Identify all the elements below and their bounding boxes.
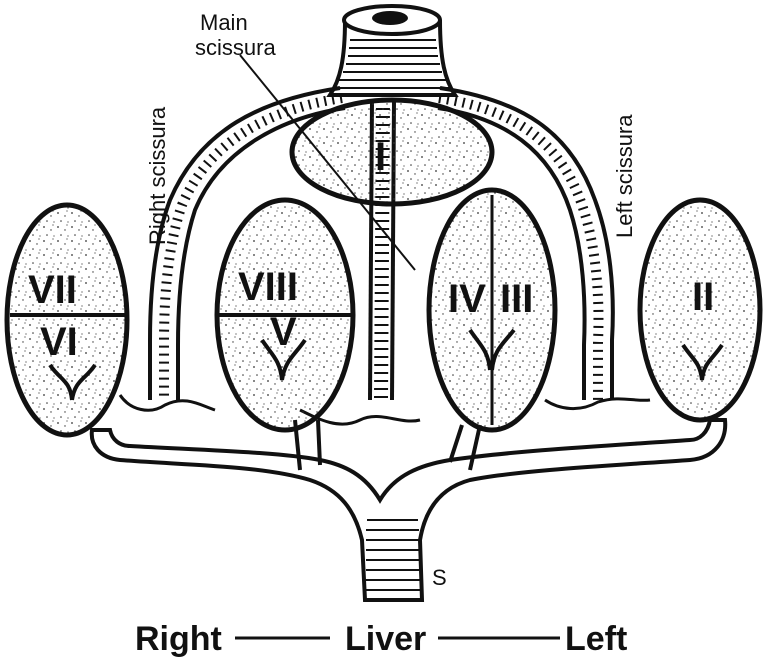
segment-vi-label: VI: [40, 320, 78, 364]
footer-left-label: Left: [565, 620, 627, 658]
main-scissura-label-line2: scissura: [195, 35, 276, 60]
footer-right-label: Right: [135, 620, 222, 658]
artist-signature: S: [432, 565, 447, 590]
left-scissura-label: Left scissura: [612, 114, 637, 238]
segment-iv-label: IV: [448, 277, 486, 321]
portal-trunk: [92, 420, 725, 600]
segment-ii-label: II: [692, 275, 714, 319]
footer-caption: Right Liver Left: [135, 620, 627, 658]
footer-liver-label: Liver: [345, 620, 426, 658]
segment-v-label: V: [270, 310, 297, 354]
segment-i-outline: [292, 100, 492, 204]
hepatic-veins: [120, 6, 650, 424]
segment-iii-label: III: [500, 277, 533, 321]
right-scissura-label: Right scissura: [145, 106, 170, 245]
portal-vein: [92, 420, 725, 600]
inferior-vena-cava-top: [330, 6, 455, 95]
segment-i-label: I: [375, 135, 386, 179]
segment-vii-label: VII: [28, 268, 77, 312]
lower-vein-bridge: [120, 395, 650, 424]
segment-viii-label: VIII: [238, 265, 298, 309]
main-scissura-label-line1: Main: [200, 10, 248, 35]
